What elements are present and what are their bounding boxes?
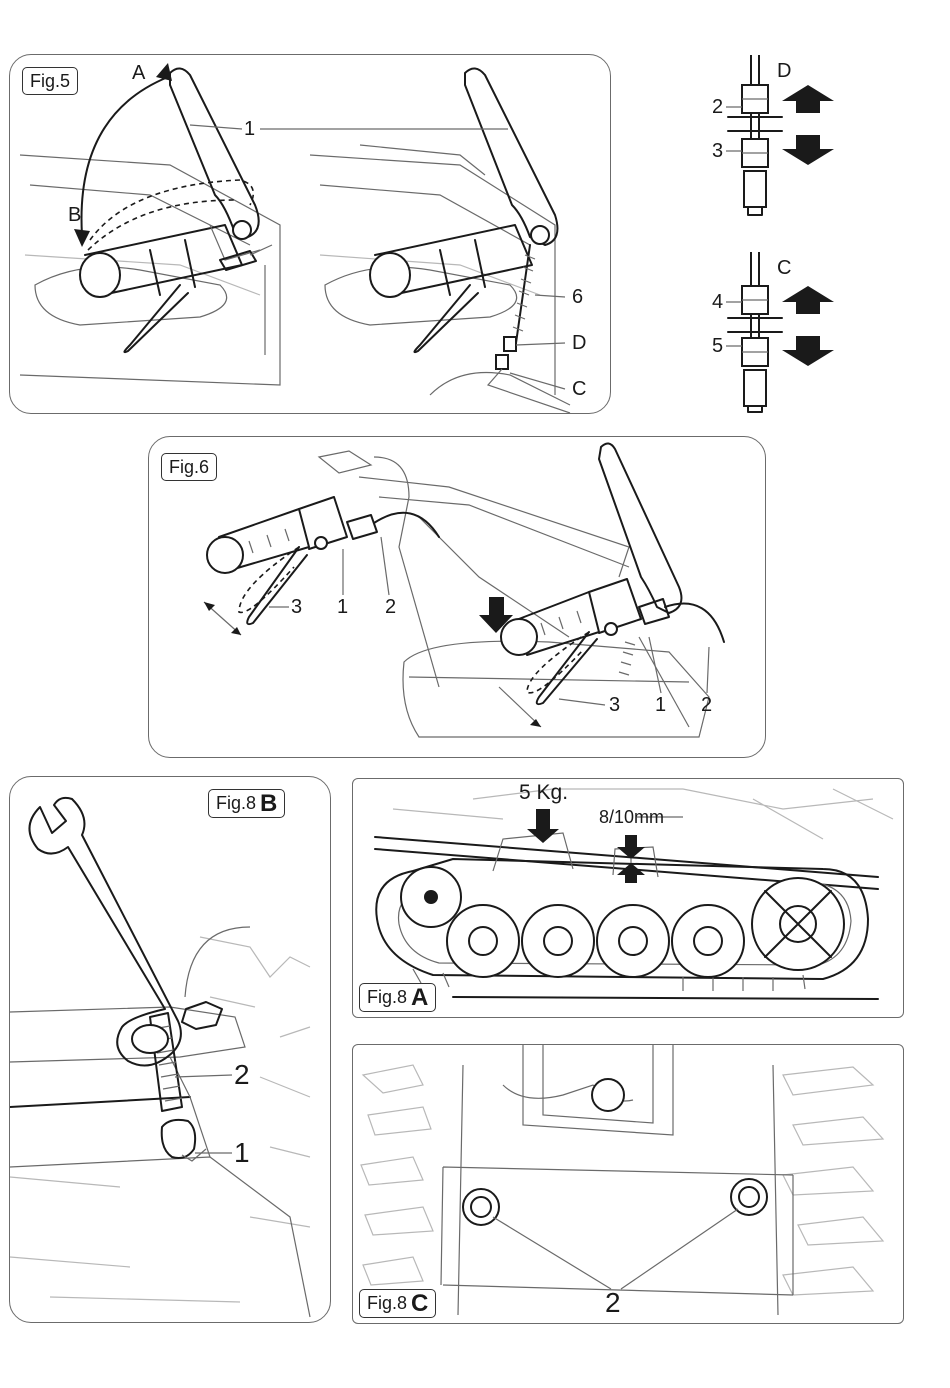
fig8b-leaders	[10, 777, 330, 1322]
fig5-label-b: B	[68, 205, 81, 225]
fig5-tag: Fig.5	[22, 67, 78, 95]
fig8a-deflection-label: 8/10mm	[599, 807, 664, 827]
fig8c-illustration	[353, 1045, 903, 1323]
fig5-label-1: 1	[244, 119, 255, 139]
fig8a-weight-label: 5 Kg.	[519, 783, 568, 803]
detail-d: D 2 3	[700, 55, 850, 225]
fig5-panel: Fig.5 A B 1 6 D C	[9, 54, 611, 414]
fig6-leaders	[149, 437, 765, 757]
fig8a-tag-text: Fig.8	[367, 987, 407, 1007]
fig8a-tag-letter: A	[411, 984, 428, 1011]
detail-d-leaders	[700, 55, 850, 225]
fig8c-tag-letter: C	[411, 1290, 428, 1317]
fig5-label-d: D	[572, 333, 586, 353]
fig5-label-a: A	[132, 63, 145, 83]
fig5-illustration	[10, 55, 610, 413]
fig5-label-6: 6	[572, 287, 583, 307]
detail-c: C 4 5	[700, 252, 850, 422]
fig8c-tag-text: Fig.8	[367, 1293, 407, 1313]
fig6-panel: Fig.6 3 1 2 3 1 2	[148, 436, 766, 758]
detail-c-leaders	[700, 252, 850, 422]
fig5-label-c: C	[572, 379, 586, 399]
fig8c-label-2: 2	[605, 1289, 621, 1317]
